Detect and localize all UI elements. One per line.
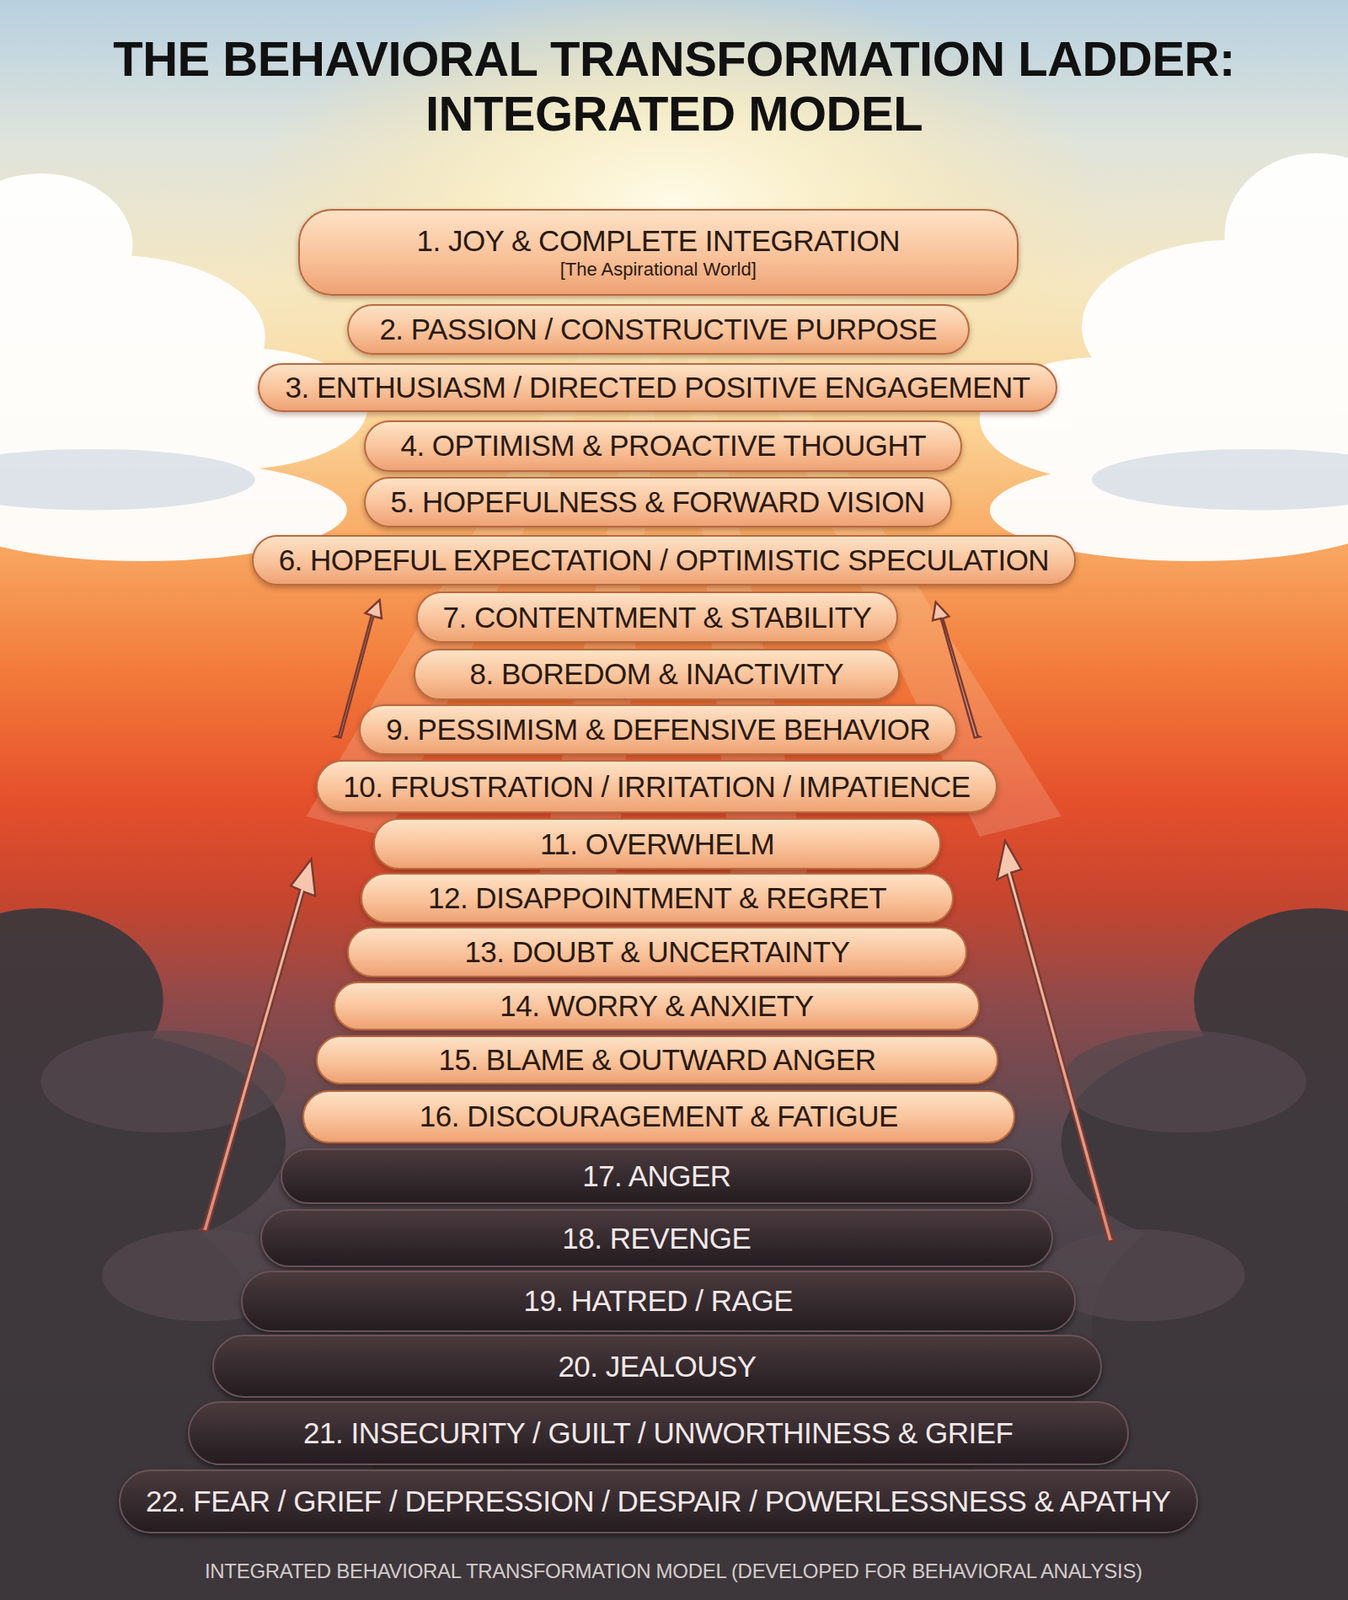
step-label: 22. FEAR / GRIEF / DEPRESSION / DESPAIR … [145,1484,1172,1519]
step-label: 3. ENTHUSIASM / DIRECTED POSITIVE ENGAGE… [284,370,1030,405]
ladder-step: 1. JOY & COMPLETE INTEGRATION[The Aspira… [298,208,1019,296]
step-label: 1. JOY & COMPLETE INTEGRATION [416,224,899,258]
step-label: 7. CONTENTMENT & STABILITY [443,600,872,635]
title: THE BEHAVIORAL TRANSFORMATION LADDER: IN… [58,32,1290,142]
ladder-step: 13. DOUBT & UNCERTAINTY [347,926,968,979]
step-label: 5. HOPEFULNESS & FORWARD VISION [390,485,926,519]
step-label: 11. OVERWHELM [540,827,775,862]
ladder-step: 16. DISCOURAGEMENT & FATIGUE [302,1090,1017,1144]
ladder-step: 10. FRUSTRATION / IRRITATION / IMPATIENC… [315,759,997,814]
step-label: 15. BLAME & OUTWARD ANGER [438,1043,876,1077]
step-label: 8. BOREDOM & INACTIVITY [470,657,845,691]
ladder-step: 6. HOPEFUL EXPECTATION / OPTIMISTIC SPEC… [251,534,1077,587]
step-label: 9. PESSIMISM & DEFENSIVE BEHAVIOR [385,712,931,747]
ladder-step: 15. BLAME & OUTWARD ANGER [315,1035,998,1085]
step-label: 21. INSECURITY / GUILT / UNWORTHINESS & … [303,1416,1013,1450]
ladder-step: 19. HATRED / RAGE [240,1270,1076,1332]
step-label: 12. DISAPPOINTMENT & REGRET [427,881,887,915]
ladder-step: 18. REVENGE [260,1208,1054,1268]
ladder-step: 11. OVERWHELM [373,818,941,870]
step-label: 10. FRUSTRATION / IRRITATION / IMPATIENC… [342,770,970,804]
step-label: 6. HOPEFUL EXPECTATION / OPTIMISTIC SPEC… [278,543,1050,578]
step-label: 14. WORRY & ANXIETY [499,989,814,1023]
ladder-step: 3. ENTHUSIASM / DIRECTED POSITIVE ENGAGE… [257,363,1057,412]
step-label: 2. PASSION / CONSTRUCTIVE PURPOSE [379,312,937,347]
step-label: 19. HATRED / RAGE [523,1283,793,1318]
caption: INTEGRATED BEHAVIORAL TRANSFORMATION MOD… [204,1559,1143,1584]
ladder-step: 12. DISAPPOINTMENT & REGRET [360,872,955,925]
step-label: 17. ANGER [582,1159,731,1193]
ladder-step: 9. PESSIMISM & DEFENSIVE BEHAVIOR [358,704,958,756]
ladder-step: 17. ANGER [280,1148,1033,1205]
ladder-step: 7. CONTENTMENT & STABILITY [416,591,899,643]
step-subtitle: [The Aspirational World] [560,258,757,281]
step-label: 16. DISCOURAGEMENT & FATIGUE [419,1099,899,1134]
ladder-step: 22. FEAR / GRIEF / DEPRESSION / DESPAIR … [118,1469,1199,1534]
ladder-step: 4. OPTIMISM & PROACTIVE THOUGHT [363,420,963,472]
step-label: 13. DOUBT & UNCERTAINTY [464,935,850,969]
ladder-step: 21. INSECURITY / GUILT / UNWORTHINESS & … [187,1401,1129,1466]
ladder-step: 20. JEALOUSY [212,1334,1102,1398]
ladder-step: 14. WORRY & ANXIETY [333,981,980,1031]
ladder-step: 5. HOPEFULNESS & FORWARD VISION [363,476,953,529]
step-label: 4. OPTIMISM & PROACTIVE THOUGHT [400,428,926,463]
ladder-step: 2. PASSION / CONSTRUCTIVE PURPOSE [347,304,970,356]
step-label: 20. JEALOUSY [557,1349,756,1384]
ladder-step: 8. BOREDOM & INACTIVITY [413,648,901,701]
step-label: 18. REVENGE [561,1221,751,1256]
